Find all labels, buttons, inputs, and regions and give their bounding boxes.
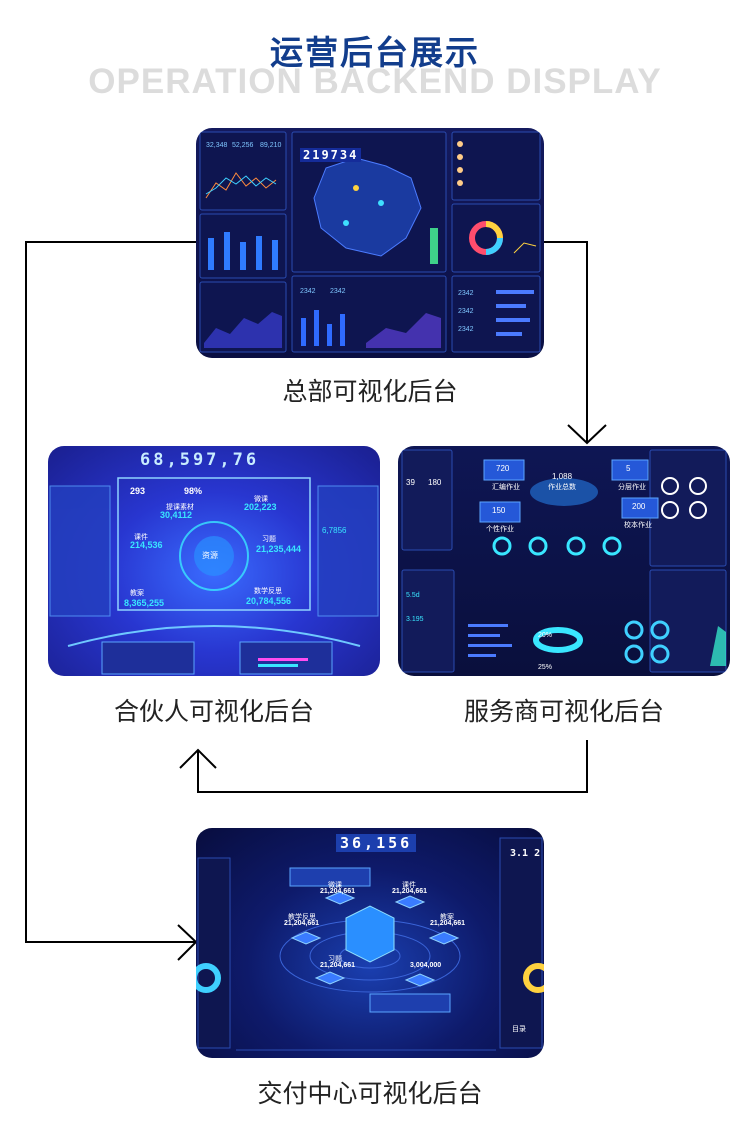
provider-num-150: 150 [492, 506, 506, 515]
delivery-label-exercise: 习题 [328, 956, 342, 963]
delivery-num-exercise: 21,204,661 [320, 962, 356, 969]
partner-num-reflection: 20,784,556 [246, 596, 292, 606]
delivery-label-courseware: 课件 [402, 882, 416, 889]
provider-label-total: 作业总数 [548, 484, 576, 491]
hq-value-4: 2342 [458, 308, 474, 315]
provider-num-1088: 1,088 [552, 472, 573, 481]
delivery-num-lesson-plan: 21,204,661 [430, 920, 466, 927]
hq-value-1: 2342 [300, 288, 316, 295]
arrow-head-provider [567, 424, 607, 445]
provider-label-compiled: 汇编作业 [492, 484, 520, 491]
partner-label-reflection: 数学反思 [254, 588, 282, 595]
partner-label-microclass: 微课 [254, 496, 268, 503]
page-subtitle: OPERATION BACKEND DISPLAY [88, 62, 662, 101]
provider-label-school: 校本作业 [624, 522, 652, 529]
partner-label-lesson-plan: 教案 [130, 590, 144, 597]
delivery-side-value: 3.1 2 [510, 848, 541, 859]
partner-label-resource: 资源 [202, 551, 218, 560]
partner-num-material: 30,4112 [160, 510, 193, 520]
hq-value-3: 2342 [458, 290, 474, 297]
provider-num-200: 200 [632, 502, 646, 511]
hq-caption: 总部可视化后台 [282, 377, 458, 406]
partner-label-courseware: 课件 [134, 534, 148, 541]
partner-num-courseware: 214,536 [130, 540, 163, 550]
arrow-hq-to-delivery [25, 241, 196, 943]
provider-num-180: 180 [428, 478, 442, 487]
hq-counter: 219734 [300, 148, 362, 162]
partner-label-exercise: 习题 [262, 536, 276, 543]
delivery-dashboard-graphics [196, 837, 544, 1051]
provider-dashboard-thumbnail[interactable]: 720 1,088 5 150 200 39 180 5.5d 3.195 20… [398, 446, 730, 676]
partner-counter: 68,597,76 [140, 450, 260, 470]
provider-num-5: 5 [626, 464, 631, 473]
provider-num-720: 720 [496, 464, 510, 473]
provider-num-55d: 5.5d [406, 592, 420, 599]
provider-label-personal: 个性作业 [486, 526, 514, 533]
delivery-num-reflection: 21,204,661 [284, 920, 320, 927]
provider-caption: 服务商可视化后台 [463, 697, 664, 726]
partner-num-lesson-plan: 8,365,255 [124, 598, 165, 608]
hq-dashboard-graphics [199, 131, 541, 353]
hq-value-5: 2342 [458, 326, 474, 333]
hq-value-2: 2342 [330, 288, 346, 295]
delivery-num-courseware: 21,204,661 [392, 888, 428, 895]
partner-percent: 98% [184, 486, 203, 496]
delivery-label-microclass: 微课 [328, 882, 342, 889]
delivery-num-material: 3,004,000 [410, 962, 442, 969]
partner-side-number: 6,7856 [322, 526, 347, 535]
arrow-hq-to-provider [544, 241, 588, 443]
provider-num-3195: 3.195 [406, 616, 424, 623]
partner-dashboard-graphics [49, 477, 379, 675]
provider-num-39: 39 [406, 478, 415, 487]
partner-dashboard-thumbnail[interactable]: 68,597,76 293 98% 资源 微课 202,223 提课素材 30,… [48, 446, 380, 676]
arrow-provider-to-partner [197, 740, 588, 793]
delivery-caption: 交付中心可视化后台 [257, 1079, 483, 1108]
hq-dashboard-thumbnail[interactable]: 219734 32,348 52,256 89,210 2342 2342 23… [196, 128, 544, 358]
hq-stat-2: 52,256 [232, 142, 254, 149]
arrow-head-partner [179, 748, 217, 769]
partner-num-exercise: 21,235,444 [256, 544, 302, 554]
delivery-label-reflection: 教学反思 [288, 914, 316, 921]
page-title: 运营后台展示 [270, 33, 480, 72]
provider-dashboard-graphics [401, 449, 727, 673]
delivery-label-catalog: 目录 [512, 1026, 526, 1033]
provider-percent-2: 25% [538, 664, 553, 671]
delivery-num-microclass: 21,204,661 [320, 888, 356, 895]
delivery-counter: 36,156 [336, 834, 417, 852]
delivery-label-lesson-plan: 教案 [440, 914, 454, 921]
provider-percent-1: 20% [538, 632, 553, 639]
partner-count-293: 293 [130, 486, 146, 496]
delivery-dashboard-thumbnail[interactable]: 36,156 3.1 2 微课 21,204,661 课件 21,204,661… [196, 828, 544, 1058]
hq-stat-3: 89,210 [260, 142, 282, 149]
provider-label-layered: 分层作业 [618, 484, 646, 491]
hq-stat-1: 32,348 [206, 142, 228, 149]
partner-label-material: 提课素材 [166, 504, 194, 511]
partner-caption: 合伙人可视化后台 [113, 697, 314, 726]
partner-num-microclass: 202,223 [244, 502, 277, 512]
